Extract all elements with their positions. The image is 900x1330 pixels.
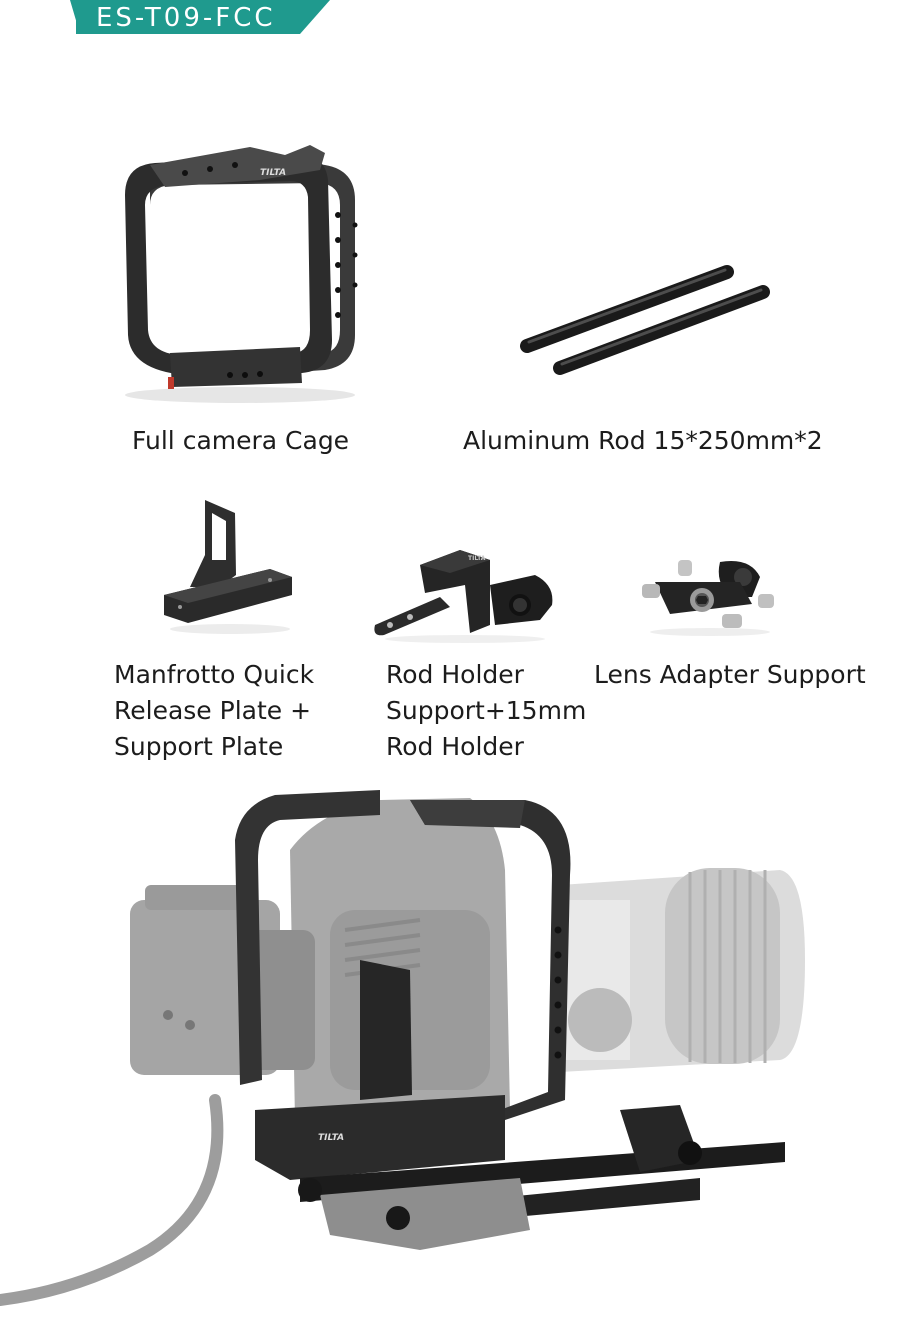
lens-adapter-support-label: Lens Adapter Support (594, 660, 866, 689)
manfrotto-plate-label: Manfrotto Quick Release Plate + Support … (114, 657, 314, 765)
manfrotto-label-line-1: Manfrotto Quick (114, 660, 315, 689)
rod-holder-label-line-2: Support+15mm (386, 696, 587, 725)
cage-brand-mark: TILTA (260, 168, 286, 178)
model-badge: ES-T09-FCC (0, 0, 330, 36)
rod-holder-label: Rod Holder Support+15mm Rod Holder (386, 657, 586, 765)
rod-holder-label-line-1: Rod Holder (386, 660, 524, 689)
assembled-rig-image: TILTA (0, 780, 900, 1326)
full-camera-cage-image: TILTA (110, 125, 365, 405)
full-camera-cage-label: Full camera Cage (132, 426, 350, 455)
lens-adapter-support-image (640, 552, 780, 637)
rod-holder-label-line-3: Rod Holder (386, 732, 524, 761)
rig-brand-mark: TILTA (318, 1133, 344, 1143)
manfrotto-plate-image (160, 495, 300, 635)
rod-holder-brand-mark: TILTA (468, 555, 486, 562)
model-code: ES-T09-FCC (96, 3, 276, 33)
aluminum-rods-image (515, 262, 775, 382)
rod-holder-image: TILTA (370, 545, 560, 645)
aluminum-rod-label: Aluminum Rod 15*250mm*2 (463, 426, 823, 455)
manfrotto-label-line-3: Support Plate (114, 732, 284, 761)
manfrotto-label-line-2: Release Plate + (114, 696, 312, 725)
